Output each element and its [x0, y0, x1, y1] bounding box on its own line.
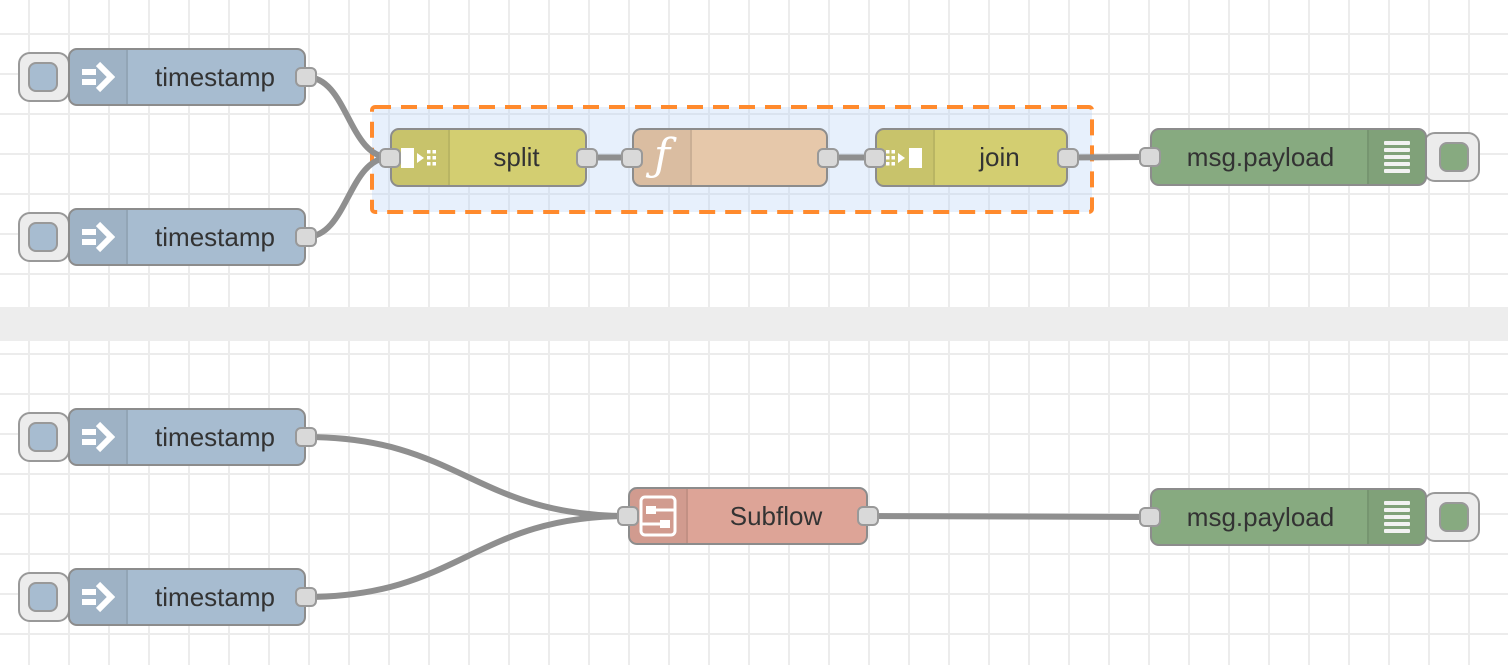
node-label: split [493, 142, 540, 172]
debug-toggle-button[interactable] [1423, 492, 1480, 542]
subflow-icon [630, 489, 688, 543]
inject-arrow-icon [70, 210, 128, 264]
node-debug-bottom[interactable]: msg.payload [1150, 488, 1480, 546]
output-port-inject-top-2[interactable] [295, 227, 317, 247]
split-icon [392, 130, 450, 185]
join-icon [877, 130, 935, 185]
inject-button[interactable] [18, 212, 70, 262]
inject-button[interactable] [18, 52, 70, 102]
node-subflow[interactable]: Subflow [628, 487, 868, 545]
inject-arrow-icon [70, 410, 128, 464]
input-port-join[interactable] [864, 148, 886, 168]
node-join[interactable]: join [875, 128, 1068, 187]
wire-inject3-subflow[interactable] [303, 434, 631, 519]
wire-subflow-debug[interactable] [865, 513, 1153, 520]
input-port-debug-bottom[interactable] [1139, 507, 1161, 527]
function-f-icon: ƒ [634, 130, 692, 185]
node-inject-bottom-1[interactable]: timestamp [18, 408, 306, 466]
inject-button-pad[interactable] [28, 222, 58, 252]
inject-arrow-icon [70, 570, 128, 624]
debug-list-icon [1367, 490, 1425, 544]
wire-inject2-split[interactable] [303, 154, 393, 240]
inject-button[interactable] [18, 412, 70, 462]
input-port-subflow[interactable] [617, 506, 639, 526]
wire-inject1-split[interactable] [303, 74, 393, 161]
output-port-inject-bottom-2[interactable] [295, 587, 317, 607]
node-debug-top[interactable]: msg.payload [1150, 128, 1480, 186]
output-port-function[interactable] [817, 148, 839, 168]
input-port-split[interactable] [379, 148, 401, 168]
debug-list-icon [1367, 130, 1425, 184]
input-port-debug-top[interactable] [1139, 147, 1161, 167]
debug-toggle-button[interactable] [1423, 132, 1480, 182]
output-port-inject-top-1[interactable] [295, 67, 317, 87]
node-label [694, 130, 822, 185]
output-port-split[interactable] [576, 148, 598, 168]
node-function[interactable]: ƒ [632, 128, 828, 187]
node-label: join [979, 142, 1020, 172]
node-label: timestamp [155, 421, 275, 452]
node-inject-top-1[interactable]: timestamp [18, 48, 306, 106]
node-inject-bottom-2[interactable]: timestamp [18, 568, 306, 626]
inject-button[interactable] [18, 572, 70, 622]
node-label: msg.payload [1186, 501, 1335, 532]
node-split[interactable]: split [390, 128, 587, 187]
inject-arrow-icon [70, 50, 128, 104]
node-label: timestamp [155, 221, 275, 252]
node-label: timestamp [155, 61, 275, 92]
output-port-inject-bottom-1[interactable] [295, 427, 317, 447]
node-label: msg.payload [1186, 141, 1335, 172]
debug-toggle-pad[interactable] [1439, 142, 1469, 172]
flow-divider-band [0, 307, 1508, 341]
debug-toggle-pad[interactable] [1439, 502, 1469, 532]
node-label: timestamp [155, 581, 275, 612]
inject-button-pad[interactable] [28, 62, 58, 92]
input-port-function[interactable] [621, 148, 643, 168]
output-port-subflow[interactable] [857, 506, 879, 526]
inject-button-pad[interactable] [28, 582, 58, 612]
wire-join-debug[interactable] [1065, 154, 1153, 161]
wire-inject4-subflow[interactable] [303, 513, 631, 600]
inject-button-pad[interactable] [28, 422, 58, 452]
node-label: Subflow [729, 500, 823, 531]
output-port-join[interactable] [1057, 148, 1079, 168]
node-inject-top-2[interactable]: timestamp [18, 208, 306, 266]
